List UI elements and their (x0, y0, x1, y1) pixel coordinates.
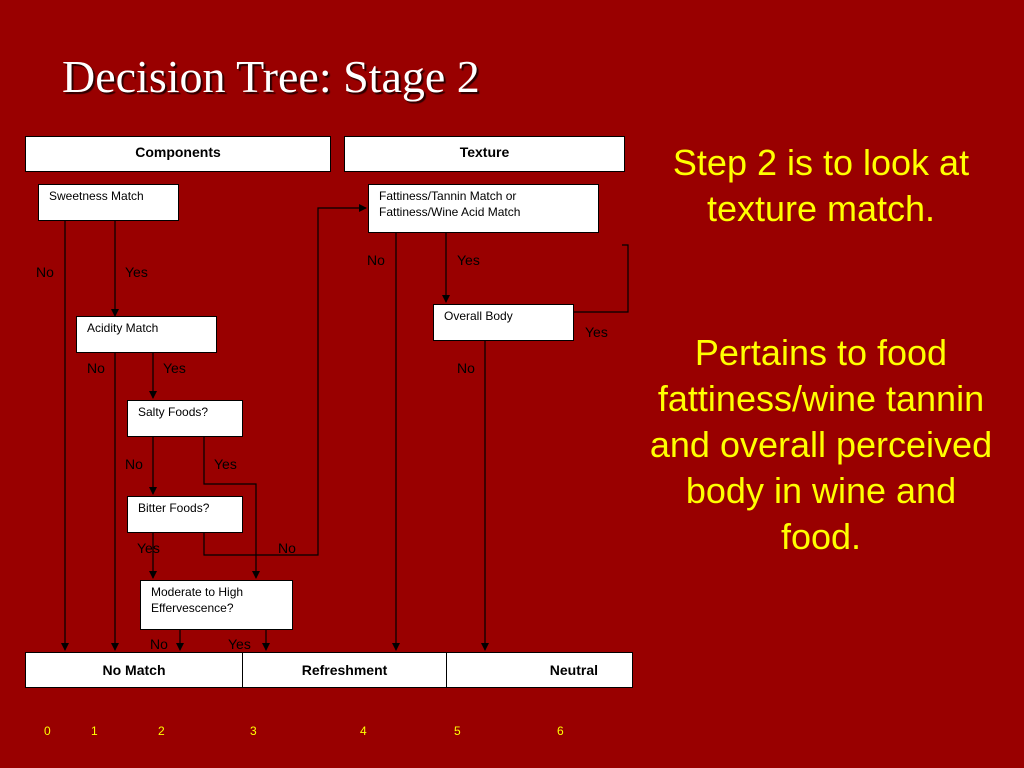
outcome-refreshment: Refreshment (243, 653, 447, 687)
axis-number-3: 3 (250, 724, 257, 738)
fattiness-no-label: No (367, 252, 385, 268)
overall-body-node: Overall Body (433, 304, 574, 341)
effervescence-yes-label: Yes (228, 636, 251, 652)
fattiness-yes-label: Yes (457, 252, 480, 268)
axis-number-5: 5 (454, 724, 461, 738)
salty-yes-line (203, 436, 260, 579)
effervescence-line-1: Moderate to High (151, 585, 244, 599)
overall-body-no-label: No (457, 360, 475, 376)
bitter-no-line (203, 204, 367, 556)
axis-number-6: 6 (557, 724, 564, 738)
axis-number-4: 4 (360, 724, 367, 738)
fattiness-line-2: Fattiness/Wine Acid Match (379, 205, 521, 219)
sweetness-match-node: Sweetness Match (38, 184, 179, 221)
axis-number-1: 1 (91, 724, 98, 738)
outcome-neutral: Neutral (549, 662, 598, 678)
salty-no-label: No (125, 456, 143, 472)
sweetness-yes-label: Yes (125, 264, 148, 280)
bitter-foods-node: Bitter Foods? (127, 496, 243, 533)
effervescence-no-label: No (150, 636, 168, 652)
salty-foods-node: Salty Foods? (127, 400, 243, 437)
texture-header: Texture (344, 136, 625, 172)
outcome-no-match: No Match (26, 653, 243, 687)
fattiness-line-1: Fattiness/Tannin Match or (379, 189, 517, 203)
acidity-yes-label: Yes (163, 360, 186, 376)
overall-body-yes-line (573, 244, 629, 313)
acidity-match-node: Acidity Match (76, 316, 217, 353)
bitter-yes-label: Yes (137, 540, 160, 556)
sweetness-no-label: No (36, 264, 54, 280)
axis-number-0: 0 (44, 724, 51, 738)
pertains-description: Pertains to food fattiness/wine tannin a… (649, 332, 993, 557)
page-title: Decision Tree: Stage 2 (62, 51, 480, 102)
effervescence-line-2: Effervescence? (151, 601, 234, 615)
components-header: Components (25, 136, 331, 172)
axis-number-2: 2 (158, 724, 165, 738)
outcome-row: No Match Refreshment Neutral (25, 652, 633, 688)
salty-yes-label: Yes (214, 456, 237, 472)
acidity-no-label: No (87, 360, 105, 376)
step-description: Step 2 is to look at texture match. (672, 142, 970, 229)
bitter-no-label: No (278, 540, 296, 556)
fattiness-match-node: Fattiness/Tannin Match or Fattiness/Wine… (368, 184, 599, 233)
effervescence-node: Moderate to High Effervescence? (140, 580, 293, 630)
overall-body-yes-label: Yes (585, 324, 608, 340)
